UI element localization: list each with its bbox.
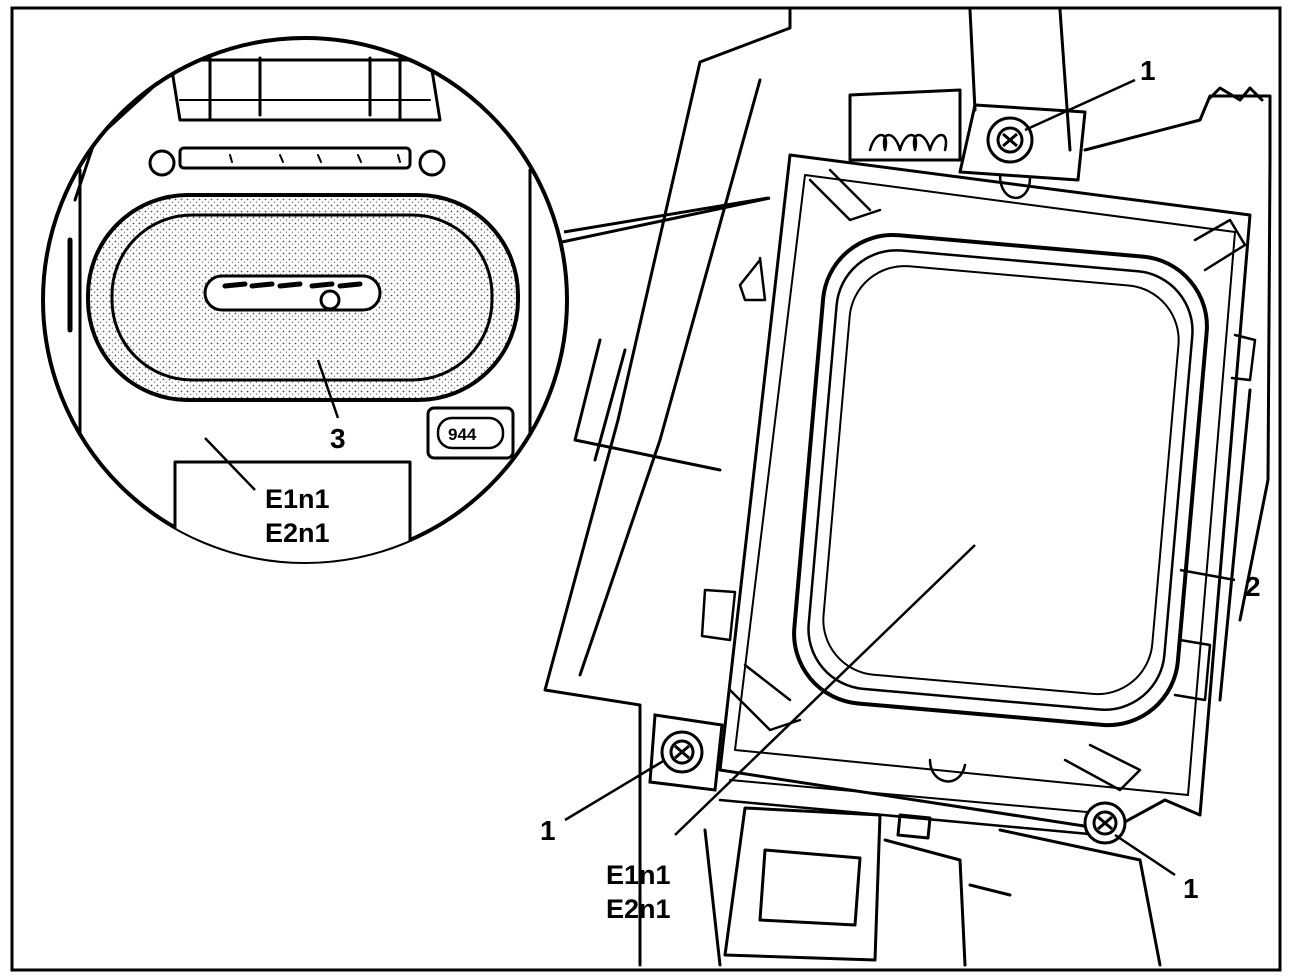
callout-screw-bottom: 1 [1183, 873, 1199, 904]
top-bracket [958, 103, 1087, 200]
leader-lines [204, 78, 1236, 877]
control-unit-window [792, 232, 1209, 728]
callout-holder: 2 [1245, 571, 1261, 602]
inset-label-module-line1: E1n1 [265, 484, 330, 514]
holder-plate [700, 153, 1257, 837]
label-module-line1: E1n1 [606, 860, 671, 890]
label-module-line2: E2n1 [606, 894, 671, 924]
callout-connector: 3 [330, 423, 346, 454]
inset-label-module-line2: E2n1 [265, 518, 330, 548]
screw-top-icon [986, 116, 1034, 164]
inset-pointer [561, 196, 771, 244]
screw-lower-right-icon [1083, 801, 1127, 845]
lower-mount [703, 806, 1162, 967]
callout-screw-left: 1 [540, 815, 556, 846]
headlamp-housing [543, 8, 1272, 967]
screw-lower-left-icon [648, 713, 724, 792]
part-number-label: 944 [448, 425, 477, 444]
callout-screw-top: 1 [1140, 55, 1156, 86]
